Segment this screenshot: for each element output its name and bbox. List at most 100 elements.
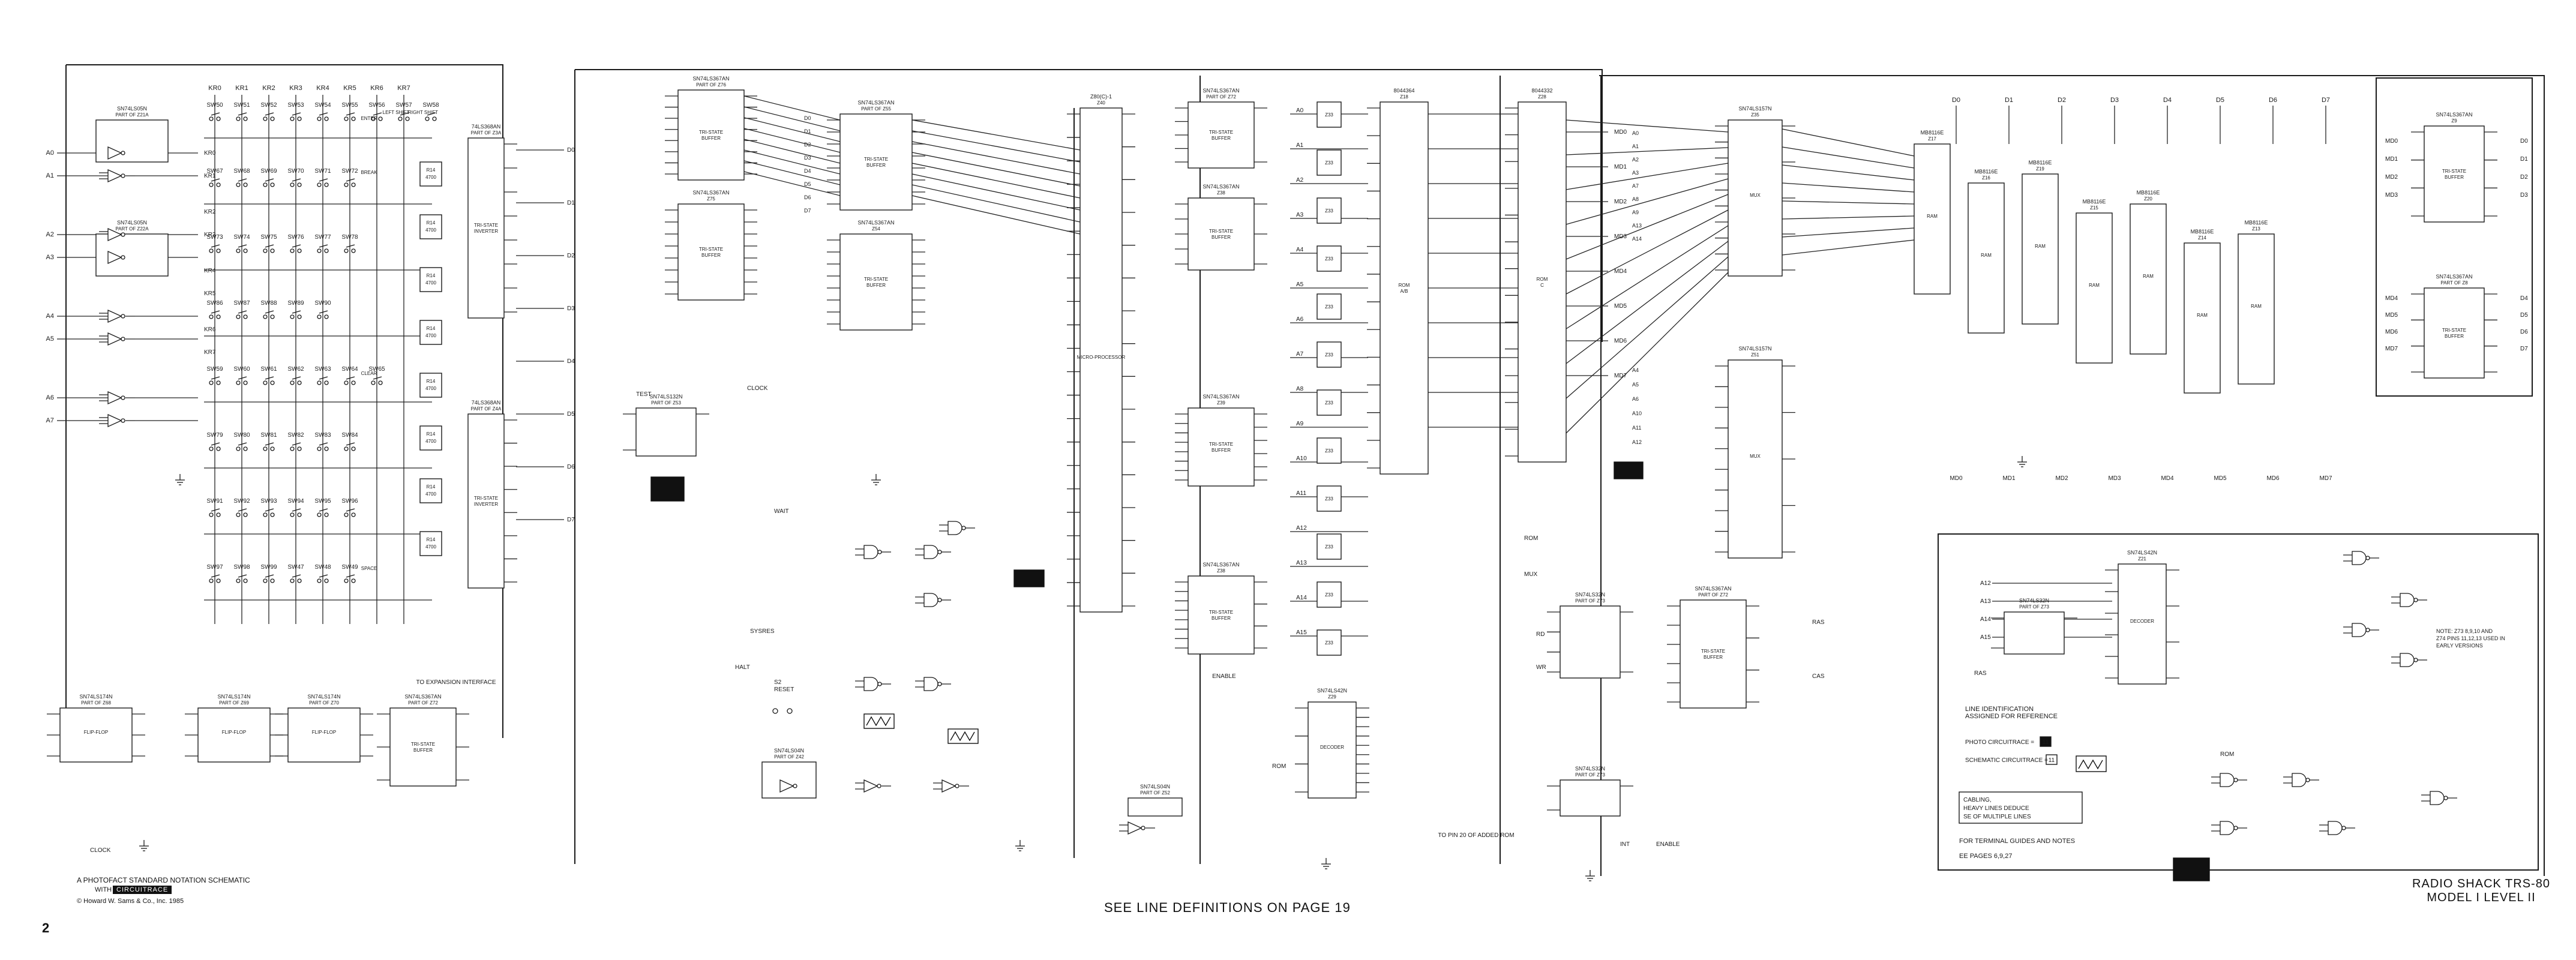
switch-contact [243, 446, 248, 451]
switch-SW51: SW51 [233, 102, 250, 109]
switch-SW79: SW79 [206, 432, 223, 439]
switch-contact [351, 512, 356, 517]
added-rom-label: TO PIN 20 OF ADDED ROM [1438, 832, 1514, 839]
buffer-out-D2: D2 [2520, 174, 2528, 181]
buffer-z33 [1317, 197, 1342, 224]
nand-gate [2400, 593, 2415, 607]
switch-contact [209, 116, 214, 121]
resistor-value: 4700 [425, 227, 436, 233]
clock-bus-label: CLOCK [747, 385, 768, 392]
buffer-in-MD0: MD0 [2385, 138, 2398, 145]
ic-z69 [197, 707, 271, 763]
resistor-label: R14 [427, 220, 436, 226]
switch-contact [270, 116, 275, 121]
ic-z17 [1914, 143, 1951, 295]
copyright: © Howard W. Sams & Co., Inc. 1985 [77, 898, 184, 905]
mux-address-A3: A3 [1632, 170, 1639, 176]
ic-z76-func: TRI-STATE [699, 130, 723, 135]
buffer-out-D7: D7 [2520, 346, 2528, 352]
ic-z73 [1560, 779, 1621, 817]
ic-z29-func: DECODER [1320, 745, 1344, 750]
cas-signal-label: CAS [1812, 673, 1825, 680]
switch-contact [263, 380, 268, 385]
switch-SW92: SW92 [233, 498, 250, 505]
resistor-label: R14 [427, 273, 436, 278]
resistor-label: R14 [427, 537, 436, 542]
switch-SW68: SW68 [233, 168, 250, 175]
ic-z16 [1968, 182, 2005, 334]
ic-z69-name: SN74LS174N [217, 694, 250, 700]
switch-contact [236, 512, 241, 517]
wire [911, 184, 1081, 223]
ic-z69-func: FLIP-FLOP [222, 730, 246, 735]
nand-gate [2292, 773, 2307, 787]
enable-label-2: ENABLE [1656, 841, 1680, 848]
switch-contact [209, 314, 214, 319]
region-frame [575, 69, 1603, 342]
switch-lever [319, 178, 328, 182]
switch-SW88: SW88 [260, 300, 277, 307]
ic-z55-name: SN74LS367AN [857, 100, 894, 106]
wire [1566, 241, 1729, 364]
nand-gate [2400, 653, 2415, 667]
address-bus-A10: A10 [1296, 455, 1307, 462]
switch-lever [346, 508, 355, 512]
ic-z20 [2130, 203, 2167, 355]
data-line-D6: D6 [567, 464, 575, 470]
ic-z72-part: PART OF Z72 [1698, 592, 1728, 598]
ic-z72-part: PART OF Z72 [1206, 94, 1236, 100]
control-address-A13: A13 [1980, 598, 1991, 605]
switch-SW61: SW61 [260, 366, 277, 373]
switch-contact [290, 248, 295, 253]
ic-z14-func: RAM [2197, 313, 2208, 318]
ic-z19-part: Z19 [2036, 166, 2044, 172]
driver-gate [107, 169, 122, 183]
region-frame [1601, 75, 2545, 876]
ic-z35-func: MUX [1750, 193, 1761, 198]
wr-signal-label: WR [1536, 664, 1546, 671]
resistor-pack [419, 531, 442, 556]
ic-z76-func: BUFFER [701, 136, 721, 141]
switch-contact [243, 248, 248, 253]
ic-z75 [677, 203, 745, 301]
switch-SW48: SW48 [314, 564, 331, 571]
buffer-out-D6: D6 [2520, 329, 2528, 335]
note-z73: NOTE: Z73 8,9,10 AND [2436, 628, 2493, 634]
mux-address-A0: A0 [1632, 130, 1639, 136]
ic-z70-func: FLIP-FLOP [312, 730, 336, 735]
inverter-bubble [937, 550, 942, 554]
halt-signal-label: HALT [735, 664, 750, 671]
buffer-z33-label: Z33 [1325, 448, 1333, 454]
driver-gate [107, 332, 122, 346]
ic-z23-name: 74LS368AN [472, 124, 501, 130]
inverter-bubble [877, 682, 882, 686]
mux-address-A5: A5 [1632, 382, 1639, 388]
switch-SW57: SW57 [395, 102, 412, 109]
address-bus-A1: A1 [1296, 142, 1304, 149]
switch-lever [346, 376, 355, 380]
reset-contact [772, 708, 778, 714]
ic-z13 [2238, 233, 2275, 385]
inverter-bubble [121, 151, 125, 155]
mux-address-A10: A10 [1632, 410, 1642, 416]
switch-SW63: SW63 [314, 366, 331, 373]
wire [911, 195, 1081, 235]
switch-contact [344, 446, 349, 451]
inverter-bubble [1141, 826, 1145, 830]
switch-contact [344, 512, 349, 517]
switch-lever [211, 310, 220, 314]
kr-output-KR5: KR5 [204, 290, 216, 297]
ic-z13-name: MB8116E [2245, 220, 2268, 226]
buffer-in-MD7: MD7 [2385, 346, 2398, 352]
rom-md-MD7: MD7 [1614, 373, 1627, 379]
control-address-A14: A14 [1980, 616, 1991, 623]
switch-lever [265, 442, 274, 446]
resistor-pack [419, 267, 442, 292]
buffer-in-MD5: MD5 [2385, 312, 2398, 319]
switch-lever [211, 376, 220, 380]
ic-z53-part: PART OF Z53 [651, 400, 681, 406]
ic-z35-part: Z35 [1751, 112, 1759, 118]
buffer-in-MD2: MD2 [2385, 174, 2398, 181]
switch-contact [324, 578, 329, 583]
buffer-z33-label: Z33 [1325, 112, 1333, 118]
